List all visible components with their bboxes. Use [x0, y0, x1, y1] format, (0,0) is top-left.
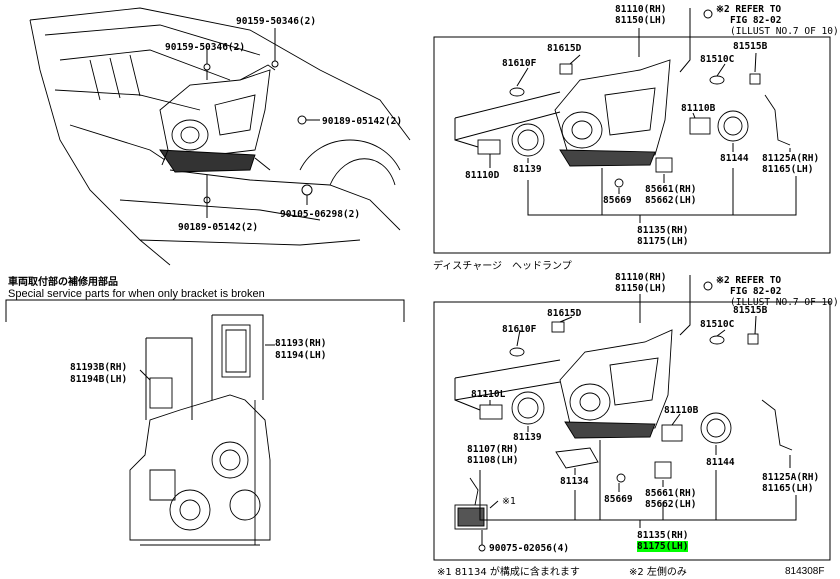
- part-label-90189-b: 90189-05142(2): [178, 222, 259, 233]
- part-label-81510c: 81510C: [700, 54, 735, 65]
- part-label-81110d: 81110D: [465, 170, 500, 181]
- refer-note-line1: ※2 REFER TO: [716, 275, 782, 286]
- bracket-title-jp: 車両取付部の補修用部品: [8, 277, 118, 288]
- top-headlamp-unit: [477, 59, 791, 188]
- top-panel-frame: [433, 36, 831, 254]
- part-label-90189-a: 90189-05142(2): [322, 116, 403, 127]
- part-label-81615d: 81615D: [547, 308, 582, 319]
- bracket-panel-frame: [5, 299, 405, 322]
- refer-note-line2: FIG 82-02: [730, 286, 782, 297]
- bottom-panel-leaders: [454, 275, 797, 545]
- part-label-85662: 85662(LH): [645, 499, 697, 510]
- part-label-81134: 81134: [560, 476, 589, 487]
- part-label-81610f: 81610F: [502, 58, 537, 69]
- bottom-panel-frame: [433, 301, 831, 561]
- bottom-headlamp-unit: [454, 321, 793, 552]
- bracket-headlamp-rear: [129, 324, 271, 546]
- part-label-81194: 81194(LH): [275, 350, 327, 361]
- part-label-81110: 81110(RH): [615, 272, 667, 283]
- part-label-81135: 81135(RH): [637, 530, 689, 541]
- part-label-81510c: 81510C: [700, 319, 735, 330]
- part-label-81194b: 81194B(LH): [70, 374, 128, 385]
- part-label-81139: 81139: [513, 164, 542, 175]
- part-label-81175: 81175(LH): [637, 236, 689, 247]
- part-label-81615d: 81615D: [547, 43, 582, 54]
- part-label-81110l: 81110L: [471, 389, 506, 400]
- part-label-85669: 85669: [604, 494, 633, 505]
- top-panel-leaders: [454, 8, 797, 223]
- part-label-90159-b: 90159-50346(2): [165, 42, 246, 53]
- part-label-81144: 81144: [706, 457, 735, 468]
- footnote-1: ※1 81134 が構成に含まれます: [437, 567, 580, 578]
- part-label-81110: 81110(RH): [615, 4, 667, 15]
- part-label-85661: 85661(RH): [645, 488, 697, 499]
- bracket-leaders: [139, 314, 275, 420]
- part-label-90159-a: 90159-50346(2): [236, 16, 317, 27]
- refer-note-line3: (ILLUST NO.7 OF 10): [730, 26, 839, 37]
- part-label-81110b: 81110B: [664, 405, 699, 416]
- bracket-title-en: Special service parts for when only brac…: [8, 288, 265, 300]
- note-mark-1: ※1: [502, 496, 516, 507]
- part-label-90105: 90105-06298(2): [280, 209, 361, 220]
- part-label-85669: 85669: [603, 195, 632, 206]
- part-label-81165: 81165(LH): [762, 164, 814, 175]
- part-label-81610f: 81610F: [502, 324, 537, 335]
- refer-note-line2: FIG 82-02: [730, 15, 782, 26]
- part-label-81125a: 81125A(RH): [762, 153, 820, 164]
- part-label-81125a: 81125A(RH): [762, 472, 820, 483]
- part-label-81515b: 81515B: [733, 41, 768, 52]
- part-label-81110b: 81110B: [681, 103, 716, 114]
- part-label-81165: 81165(LH): [762, 483, 814, 494]
- refer-note-line3: (ILLUST NO.7 OF 10): [730, 297, 839, 308]
- topleft-fasteners: [161, 28, 320, 218]
- part-label-81150: 81150(LH): [615, 15, 667, 26]
- figure-id: 814308F: [785, 566, 825, 577]
- part-label-85661: 85661(RH): [645, 184, 697, 195]
- part-label-81175-highlighted[interactable]: 81175(LH): [637, 541, 689, 552]
- refer-note-line1: ※2 REFER TO: [716, 4, 782, 15]
- part-label-90075: 90075-02056(4): [489, 543, 570, 554]
- part-label-81139: 81139: [513, 432, 542, 443]
- part-label-81135: 81135(RH): [637, 225, 689, 236]
- part-label-81193b: 81193B(RH): [70, 362, 128, 373]
- part-label-81107: 81107(RH): [467, 444, 519, 455]
- section-title-discharge-headlamp: ディスチャージ ヘッドランプ: [433, 261, 572, 272]
- part-label-81193: 81193(RH): [275, 338, 327, 349]
- part-label-81150: 81150(LH): [615, 283, 667, 294]
- part-label-81144: 81144: [720, 153, 749, 164]
- part-label-81108: 81108(LH): [467, 455, 519, 466]
- part-label-85662: 85662(LH): [645, 195, 697, 206]
- part-label-81515b: 81515B: [733, 305, 768, 316]
- footnote-2: ※2 左側のみ: [629, 567, 687, 578]
- car-front-illustration: [29, 7, 411, 266]
